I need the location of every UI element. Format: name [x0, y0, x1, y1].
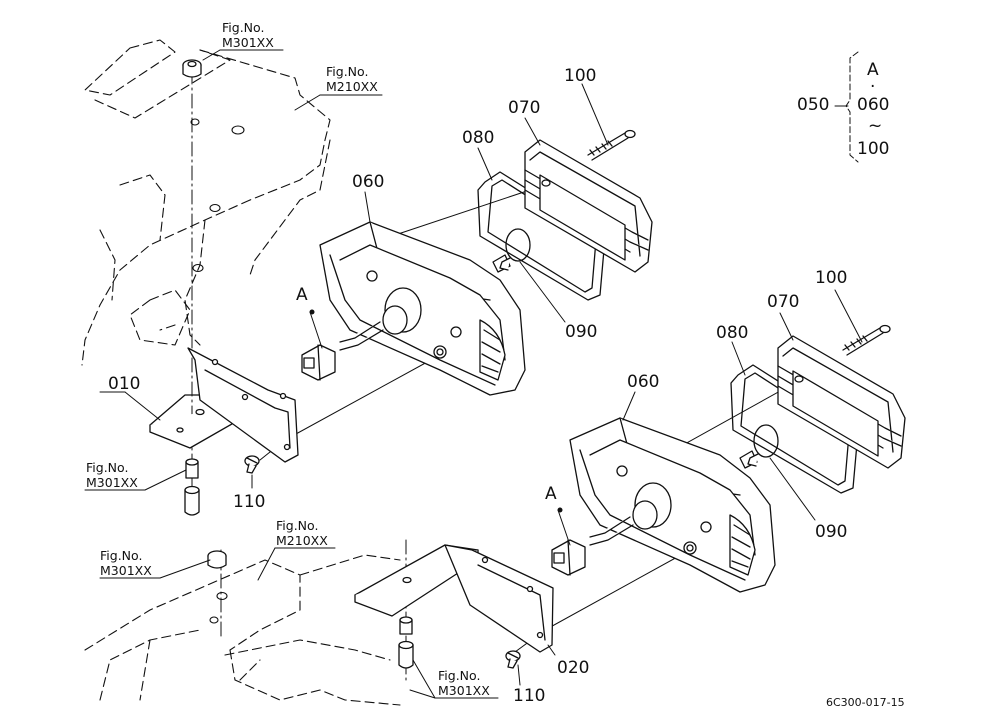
lamp-housing-060-upper	[319, 221, 526, 396]
ref-a-upper-label: A	[296, 285, 308, 305]
fig-ref-number: M301XX	[86, 475, 138, 490]
part-070-upper-label: 070	[508, 98, 541, 118]
fig-ref-m301-left: Fig.No. M301XX	[86, 460, 138, 490]
fig-ref-label: Fig.No.	[438, 668, 481, 683]
part-100-lower-label: 100	[815, 268, 848, 288]
fig-ref-number: M301XX	[100, 563, 152, 578]
part-110-lower-label: 110	[513, 686, 546, 706]
part-110-upper-label: 110	[233, 492, 266, 512]
screw-110-upper	[244, 455, 260, 474]
fig-ref-number: M301XX	[222, 35, 274, 50]
part-080-lower-label: 080	[716, 323, 749, 343]
fig-ref-label: Fig.No.	[100, 548, 143, 563]
fig-ref-m210-top: Fig.No. M210XX	[326, 64, 378, 94]
part-090-lower-label: 090	[815, 522, 848, 542]
gasket-080-upper	[477, 171, 606, 301]
upper-flange-nut	[182, 59, 202, 78]
socket-wire-lower	[551, 516, 634, 576]
ref-a-lower-label: A	[545, 484, 557, 504]
fig-ref-label: Fig.No.	[276, 518, 319, 533]
fig-ref-number: M210XX	[326, 79, 378, 94]
part-010-label: 010	[108, 374, 141, 394]
key-dot: ·	[870, 77, 876, 97]
leader-lines	[84, 49, 863, 699]
key-100-label: 100	[857, 139, 890, 159]
fig-ref-label: Fig.No.	[222, 20, 265, 35]
fig-ref-m301-lower-right: Fig.No. M301XX	[438, 668, 490, 698]
fig-ref-number: M301XX	[438, 683, 490, 698]
fig-ref-m210-lower: Fig.No. M210XX	[276, 518, 328, 548]
key-060-label: 060	[857, 95, 890, 115]
lower-bolt	[398, 616, 414, 669]
lens-070-lower	[777, 335, 906, 469]
upper-bolt	[184, 458, 200, 516]
part-050-label: 050	[797, 95, 830, 115]
fig-ref-number: M210XX	[276, 533, 328, 548]
bracket-010	[149, 347, 299, 463]
lens-070-upper	[524, 139, 653, 273]
screw-110-lower	[505, 650, 521, 669]
upper-chassis-outline	[81, 39, 331, 366]
drawing-code: 6C300-017-15	[826, 696, 905, 709]
part-070-lower-label: 070	[767, 292, 800, 312]
part-090-upper-label: 090	[565, 322, 598, 342]
part-060-upper-label: 060	[352, 172, 385, 192]
key-a-label: A	[867, 60, 879, 80]
part-080-upper-label: 080	[462, 128, 495, 148]
bracket-020	[354, 544, 554, 653]
part-100-upper-label: 100	[564, 66, 597, 86]
fig-ref-label: Fig.No.	[86, 460, 129, 475]
key-tilde: ~	[868, 116, 883, 136]
socket-wire-upper	[301, 321, 384, 381]
part-020-label: 020	[557, 658, 590, 678]
gasket-080-lower	[730, 364, 859, 494]
screw-100-upper	[587, 129, 636, 161]
lower-chassis-outline	[84, 554, 401, 706]
lamp-housing-060-lower	[569, 417, 776, 593]
part-060-lower-label: 060	[627, 372, 660, 392]
bulb-090-upper	[492, 228, 531, 273]
screw-100-lower	[842, 324, 891, 356]
fig-ref-label: Fig.No.	[326, 64, 369, 79]
fig-ref-m301-top: Fig.No. M301XX	[222, 20, 274, 50]
lower-chassis-holes	[209, 591, 228, 624]
lower-flange-nut	[207, 550, 227, 569]
fig-ref-m301-lower-left: Fig.No. M301XX	[100, 548, 152, 578]
reference-dots	[309, 309, 563, 513]
upper-chassis-holes	[190, 118, 245, 273]
